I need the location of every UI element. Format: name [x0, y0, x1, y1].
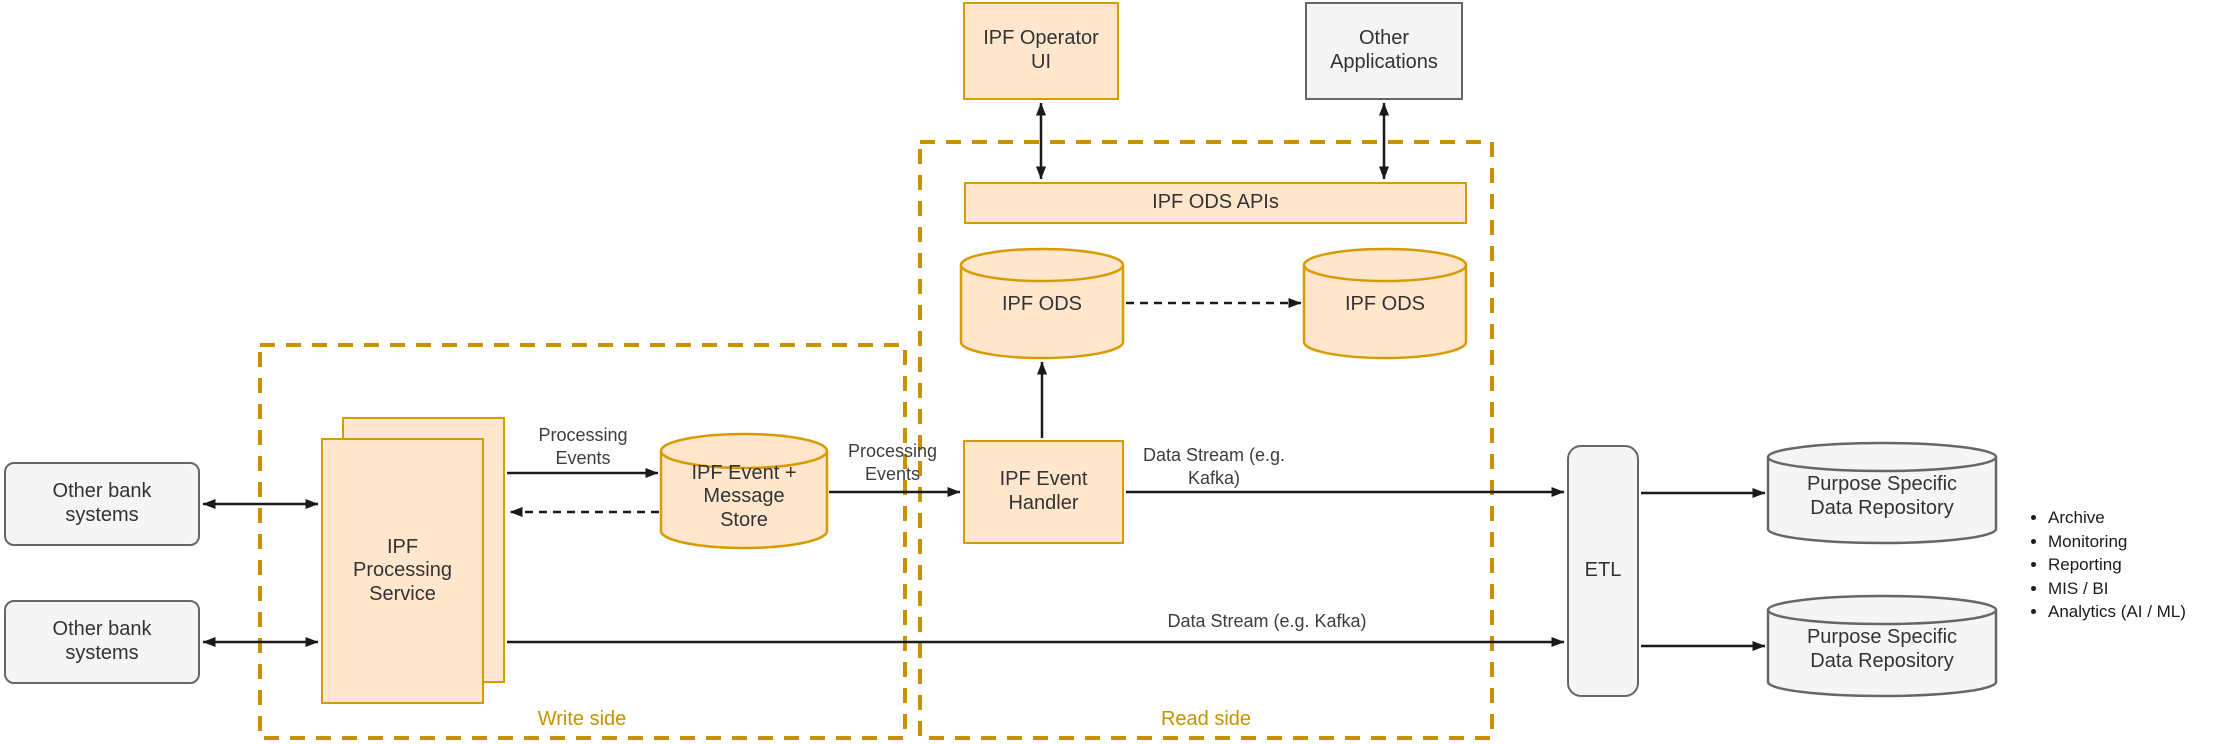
node-other-bank-systems-top: Other bank systems [4, 462, 200, 546]
edge-label-processing-events-store: Processing Events [538, 425, 628, 469]
list-item: MIS / BI [2048, 577, 2226, 601]
node-other-applications-label: Other Applications [1330, 27, 1438, 73]
ipf-ods-right-cylinder [1302, 247, 1468, 360]
node-ipf-event-handler-label: IPF Event Handler [999, 468, 1088, 514]
node-other-bank-systems-bottom-label: Other bank systems [52, 618, 152, 664]
ipf-ods-left-cylinder [959, 247, 1125, 360]
node-repo-bottom-label: Purpose Specific Data Repository [1806, 626, 1958, 672]
event-message-store-cylinder [659, 432, 829, 550]
purpose-repo-bottom-cylinder [1766, 594, 1998, 698]
node-ipf-operator-ui-label: IPF Operator UI [983, 27, 1099, 73]
list-item: Analytics (AI / ML) [2048, 600, 2226, 624]
node-other-bank-systems-top-label: Other bank systems [52, 480, 152, 526]
edge-label-data-stream-top: Data Stream (e.g. Kafka) [1142, 445, 1286, 489]
node-etl: ETL [1567, 445, 1639, 697]
edge-label-processing-events-handler: Processing Events [847, 441, 938, 485]
node-ipf-ods-left-label: IPF ODS [1001, 293, 1082, 316]
node-other-applications: Other Applications [1305, 2, 1463, 100]
purpose-repo-top-cylinder [1766, 441, 1998, 545]
node-etl-label: ETL [1584, 559, 1622, 582]
node-ipf-operator-ui: IPF Operator UI [963, 2, 1119, 100]
node-ipf-event-handler: IPF Event Handler [963, 440, 1124, 544]
write-side-group-frame [258, 343, 907, 740]
node-ipf-processing-service-label: IPF Processing Service [353, 535, 452, 605]
edge-label-data-stream-bottom: Data Stream (e.g. Kafka) [1167, 611, 1367, 631]
node-event-store-label: IPF Event + Message Store [691, 461, 797, 531]
repository-uses-list: Archive Monitoring Reporting MIS / BI An… [2022, 506, 2226, 624]
node-ipf-processing-service: IPF Processing Service [321, 438, 484, 704]
list-item: Archive [2048, 506, 2226, 530]
write-side-group-label: Write side [537, 708, 627, 730]
list-item: Monitoring [2048, 530, 2226, 554]
read-side-group-frame [918, 140, 1494, 740]
node-other-bank-systems-bottom: Other bank systems [4, 600, 200, 684]
node-ipf-ods-apis: IPF ODS APIs [964, 182, 1467, 224]
read-side-group-label: Read side [1160, 708, 1252, 730]
node-ipf-ods-apis-label: IPF ODS APIs [1152, 191, 1279, 214]
list-item: Reporting [2048, 553, 2226, 577]
node-repo-top-label: Purpose Specific Data Repository [1806, 473, 1958, 519]
node-ipf-ods-right-label: IPF ODS [1344, 293, 1425, 316]
